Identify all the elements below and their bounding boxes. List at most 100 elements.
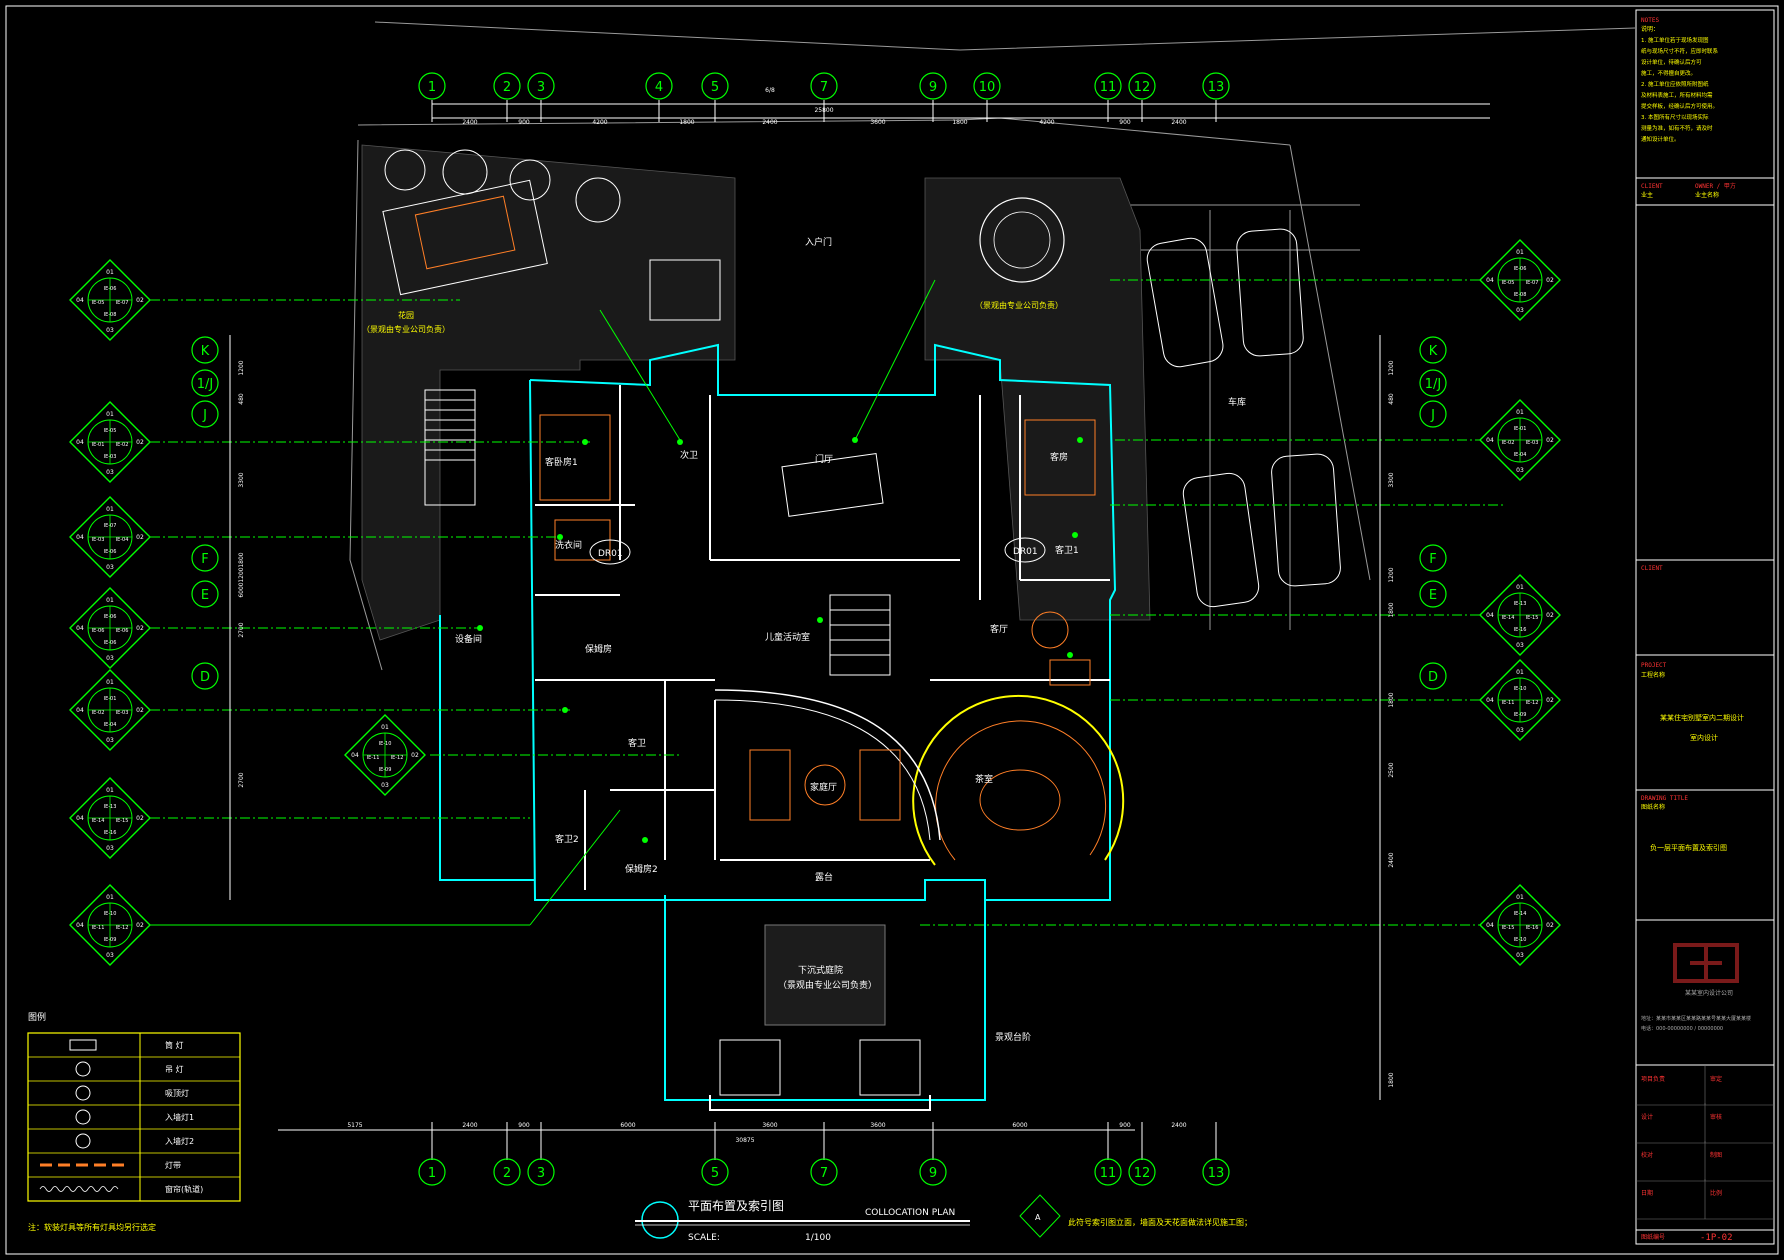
room-entrance: 入户门 xyxy=(805,236,832,248)
tea-room-curve xyxy=(714,689,1125,866)
tb-row-label: 校对 xyxy=(1641,1151,1653,1159)
right-note: 景观台阶 xyxy=(995,1031,1031,1043)
dim-bottom: 2400 xyxy=(1171,1122,1186,1129)
diamond-num: 01 xyxy=(106,894,114,901)
room-storage: 设备间 xyxy=(455,633,482,645)
dim-top: 900 xyxy=(518,119,530,126)
grid-bubble-top xyxy=(493,72,521,100)
grid-label-bottom: 3 xyxy=(537,1166,545,1181)
tb-client-name: 业主名称 xyxy=(1695,191,1719,199)
dim-top: 4200 xyxy=(1039,119,1054,126)
dim-top-total: 25800 xyxy=(814,107,833,114)
diamond-code: IE-11 xyxy=(92,925,105,931)
dim-left: 3300 xyxy=(238,472,245,487)
dim-top: 4200 xyxy=(592,119,607,126)
diamond-num: 01 xyxy=(106,411,114,418)
title-block-frame xyxy=(1635,9,1775,1245)
room-tea: 茶室 xyxy=(975,773,993,785)
diamond-code: IE-14 xyxy=(1502,615,1515,621)
staircase xyxy=(424,389,921,1096)
tb-note-line: 纸与现场尺寸不符，应即时联系 xyxy=(1641,47,1719,55)
diamond-code: IE-16 xyxy=(104,830,117,836)
dim-right: 2500 xyxy=(1388,762,1395,777)
diamond-num: 02 xyxy=(136,707,144,714)
grid-label-top: 7 xyxy=(820,80,828,95)
diamond-num: 04 xyxy=(76,439,84,446)
diamond-code: IE-13 xyxy=(104,804,117,810)
dim-right: 2400 xyxy=(1388,852,1395,867)
grid-label-bottom: 1 xyxy=(428,1166,436,1181)
tb-note-line: 通知设计单位。 xyxy=(1641,135,1680,143)
grid-bubble-bottom xyxy=(493,1158,521,1186)
diamond-code: IE-07 xyxy=(116,300,129,306)
grid-bubble-right xyxy=(1419,336,1447,364)
grid-bubble-top xyxy=(973,72,1001,100)
dim-bottom: 3600 xyxy=(870,1122,885,1129)
grid-bubble-right xyxy=(1419,544,1447,572)
diamond-num: 03 xyxy=(106,737,114,744)
room-labels: 入户门 门厅 客卧房1 洗衣间 次卫 设备间 保姆房 儿童活动室 客厅 家庭厅 … xyxy=(455,236,1246,1043)
diamond-code: IE-03 xyxy=(92,537,105,543)
diamond-code: IE-04 xyxy=(1514,452,1527,458)
room-sunken-note: （景观由专业公司负责） xyxy=(778,979,877,991)
tb-phone: 电话：000-00000000 / 00000000 xyxy=(1641,1025,1723,1032)
diamond-code: IE-04 xyxy=(104,722,117,728)
tb-note-line: 施工，不得擅自更改。 xyxy=(1641,69,1696,77)
tb-note-line: 3. 本图所有尺寸以现场实际 xyxy=(1641,113,1709,121)
tb-row-label: 审定 xyxy=(1710,1075,1722,1083)
grid-label-bottom: 13 xyxy=(1208,1166,1225,1181)
diamond-code: IE-08 xyxy=(1514,292,1527,298)
diamond-num: 02 xyxy=(1546,437,1554,444)
legend-title: 图例 xyxy=(28,1011,46,1023)
grid-bubble-top xyxy=(1094,72,1122,100)
dim-bottom: 3600 xyxy=(762,1122,777,1129)
tb-row-label: 日期 xyxy=(1641,1189,1653,1197)
door-tags: DR01 DR01 xyxy=(589,537,1046,565)
diamond-num: 01 xyxy=(1516,584,1524,591)
garden-note: （景观由专业公司负责） xyxy=(362,324,450,334)
dim-left: 2700 xyxy=(238,622,245,637)
diamond-num: 03 xyxy=(106,327,114,334)
index-note-text: 此符号索引图立面，墙面及天花面做法详见施工图； xyxy=(1068,1217,1252,1227)
grid-label-right: 1/J xyxy=(1425,377,1442,392)
grid-label-bottom: 7 xyxy=(820,1166,828,1181)
room-toilet: 客卫2 xyxy=(555,833,579,845)
diamond-num: 02 xyxy=(1546,277,1554,284)
diamond-num: 01 xyxy=(381,724,389,731)
tb-drawing-name: 负一层平面布置及索引图 xyxy=(1650,843,1727,852)
grid-bubble-left xyxy=(191,336,219,364)
legend-row-label: 入墙灯1 xyxy=(165,1112,194,1122)
diamond-num: 04 xyxy=(76,297,84,304)
dim-bottom: 2400 xyxy=(462,1122,477,1129)
tb-notes-head: NOTES xyxy=(1641,17,1659,24)
diamond-num: 01 xyxy=(1516,894,1524,901)
grid-bubble-top xyxy=(418,72,446,100)
dim-bottom: 5175 xyxy=(347,1122,362,1129)
diamond-code: IE-10 xyxy=(379,741,392,747)
bottom-left-note: 注：软装灯具等所有灯具均另行选定 xyxy=(28,1222,156,1232)
tb-row-label: 审核 xyxy=(1710,1113,1722,1121)
diamond-code: IE-07 xyxy=(1526,280,1539,286)
diamond-code: IE-16 xyxy=(1526,925,1539,931)
grid-bubble-top xyxy=(645,72,673,100)
legend-row-label: 灯带 xyxy=(165,1160,181,1170)
furniture xyxy=(539,414,1096,821)
diamond-code: IE-14 xyxy=(1514,911,1527,917)
diamond-code: IE-03 xyxy=(104,454,117,460)
dim-right: 1200 xyxy=(1388,567,1395,582)
diamond-num: 01 xyxy=(106,269,114,276)
dim-right: 1800 xyxy=(1388,602,1395,617)
diamond-code: IE-11 xyxy=(1502,700,1515,706)
dim-top-sub: 6/8 xyxy=(765,87,775,94)
door-tag-right: DR01 xyxy=(1013,547,1038,557)
diamond-num: 03 xyxy=(1516,307,1524,314)
diamond-code: IE-09 xyxy=(1514,712,1527,718)
legend-row-label: 筒 灯 xyxy=(165,1040,184,1050)
